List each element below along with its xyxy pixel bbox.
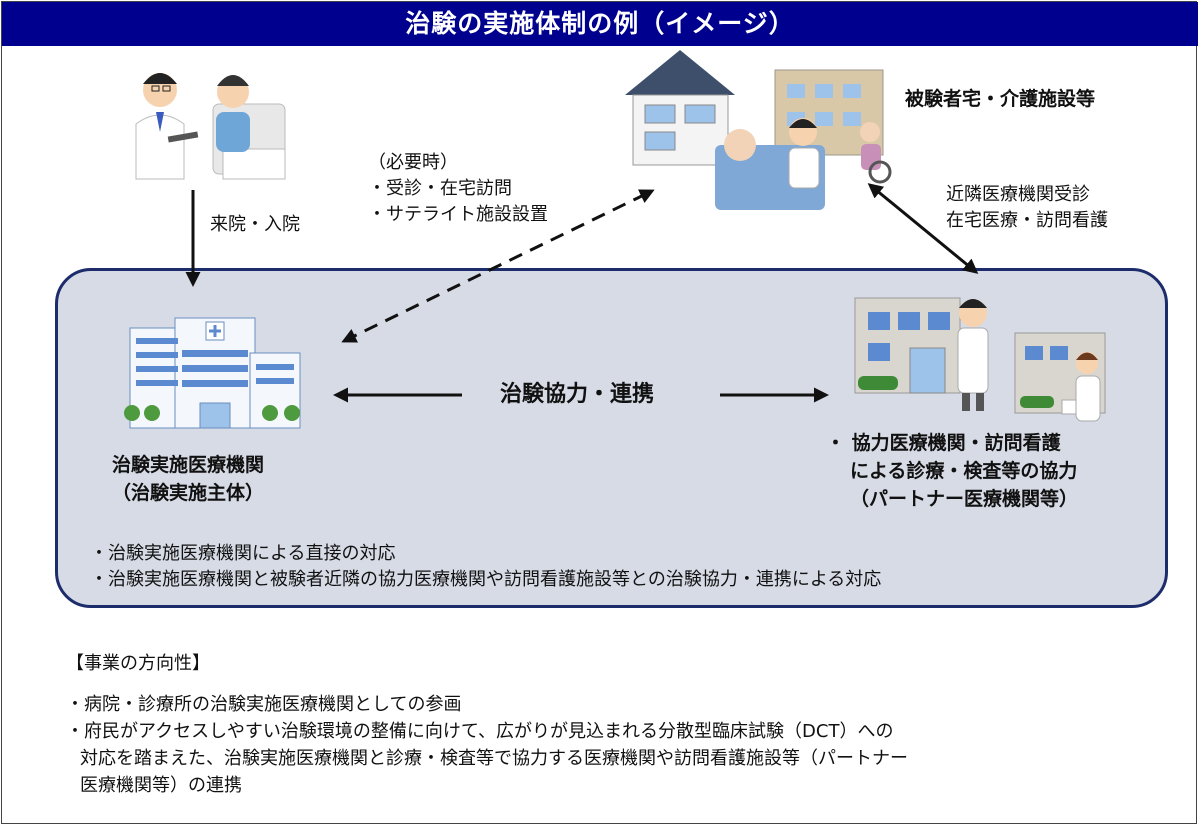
nearby-arrow <box>867 183 979 274</box>
hospital-label-line1: 治験実施医療機関 <box>112 454 265 476</box>
direction-item-2-line1: ・府民がアクセスしやすい治験環境の整備に向けて、広がりが見込まれる分散型臨床試験… <box>66 721 894 742</box>
hospital-building-illustration <box>124 317 301 429</box>
partner-label-line2: による診療・検査等の協力 <box>850 460 1078 482</box>
page-title: 治験の実施体制の例（イメージ） <box>2 2 1198 46</box>
doctor-patient-illustration <box>135 73 286 180</box>
nearby-label-line2: 在宅医療・訪問看護 <box>946 210 1108 231</box>
remote-label-line3: ・サテライト施設設置 <box>368 204 548 225</box>
visit-label: 来院・入院 <box>210 214 300 235</box>
nearby-label-line1: 近隣医療機関受診 <box>946 184 1090 205</box>
partner-label-line1: ・ 協力医療機関・訪問看護 <box>826 432 1061 454</box>
panel-note-1: ・治験実施医療機関による直接の対応 <box>90 543 396 564</box>
remote-dashed-arrow <box>341 189 655 343</box>
panel-note-2: ・治験実施医療機関と被験者近隣の協力医療機関や訪問看護施設等との治験協力・連携に… <box>90 569 882 590</box>
partner-label-line3: （パートナー医療機関等） <box>850 488 1079 510</box>
remote-label-line1: （必要時） <box>368 152 458 173</box>
home-care-illustration <box>625 50 892 210</box>
hospital-label-line2: （治験実施主体） <box>112 482 265 504</box>
partner-clinic-illustration <box>854 297 1106 422</box>
direction-heading: 【事業の方向性】 <box>66 653 210 674</box>
home-label: 被験者宅・介護施設等 <box>905 88 1096 110</box>
direction-item-2-line3: 医療機関等）の連携 <box>80 775 242 796</box>
cooperation-label: 治験協力・連携 <box>500 382 655 407</box>
direction-item-1: ・病院・診療所の治験実施医療機関としての参画 <box>66 694 462 715</box>
direction-item-2-line2: 対応を踏まえた、治験実施医療機関と診療・検査等で協力する医療機関や訪問看護施設等… <box>80 748 908 769</box>
remote-label-line2: ・受診・在宅訪問 <box>368 178 512 199</box>
